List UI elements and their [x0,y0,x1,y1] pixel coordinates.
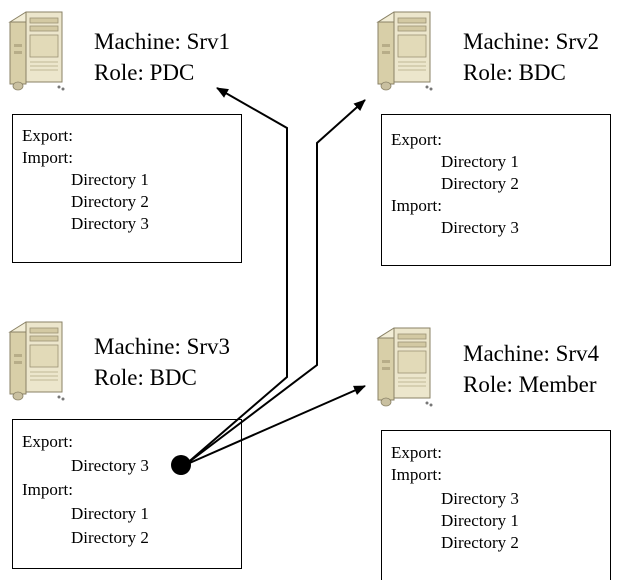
replication-box-srv4: Export: Import: Directory 3 Directory 1 … [381,430,611,580]
box-line: Directory 1 [71,170,149,189]
box-line: Directory 2 [71,192,149,211]
replication-box-srv2: Export: Directory 1 Directory 2 Import: … [381,114,611,266]
replication-source-dot-icon [171,455,191,475]
box-line: Export: [22,432,73,451]
box-line: Export: [391,443,442,462]
box-line: Directory 1 [441,152,519,171]
box-line: Directory 1 [441,511,519,530]
box-line: Import: [22,480,73,499]
box-line: Directory 3 [71,456,149,475]
arrow-to-srv2 [184,99,366,466]
box-line: Directory 3 [441,489,519,508]
box-line: Directory 3 [71,214,149,233]
machine-name-srv3: Machine: Srv3 [94,334,231,359]
replication-box-srv1: Export: Import: Directory 1 Directory 2 … [12,114,242,263]
machine-name-srv1: Machine: Srv1 [94,29,231,54]
box-line: Import: [22,148,73,167]
machine-role-srv2: Role: BDC [463,60,566,85]
machine-role-srv4: Role: Member [463,372,597,397]
box-line: Directory 1 [71,504,149,523]
box-line: Directory 2 [71,528,149,547]
machine-role-srv1: Role: PDC [94,60,195,85]
box-line: Export: [22,126,73,145]
machine-name-srv2: Machine: Srv2 [463,29,600,54]
box-line: Import: [391,196,442,215]
machine-role-srv3: Role: BDC [94,365,197,390]
box-line: Directory 3 [441,218,519,237]
machine-name-srv4: Machine: Srv4 [463,341,600,366]
box-line: Directory 2 [441,174,519,193]
box-line: Import: [391,465,442,484]
box-line: Export: [391,130,442,149]
box-line: Directory 2 [441,533,519,552]
arrow-to-srv1 [184,87,288,466]
replication-box-srv3: Export: Directory 3 Import: Directory 1 … [12,419,242,569]
arrow-to-srv4 [184,385,366,466]
